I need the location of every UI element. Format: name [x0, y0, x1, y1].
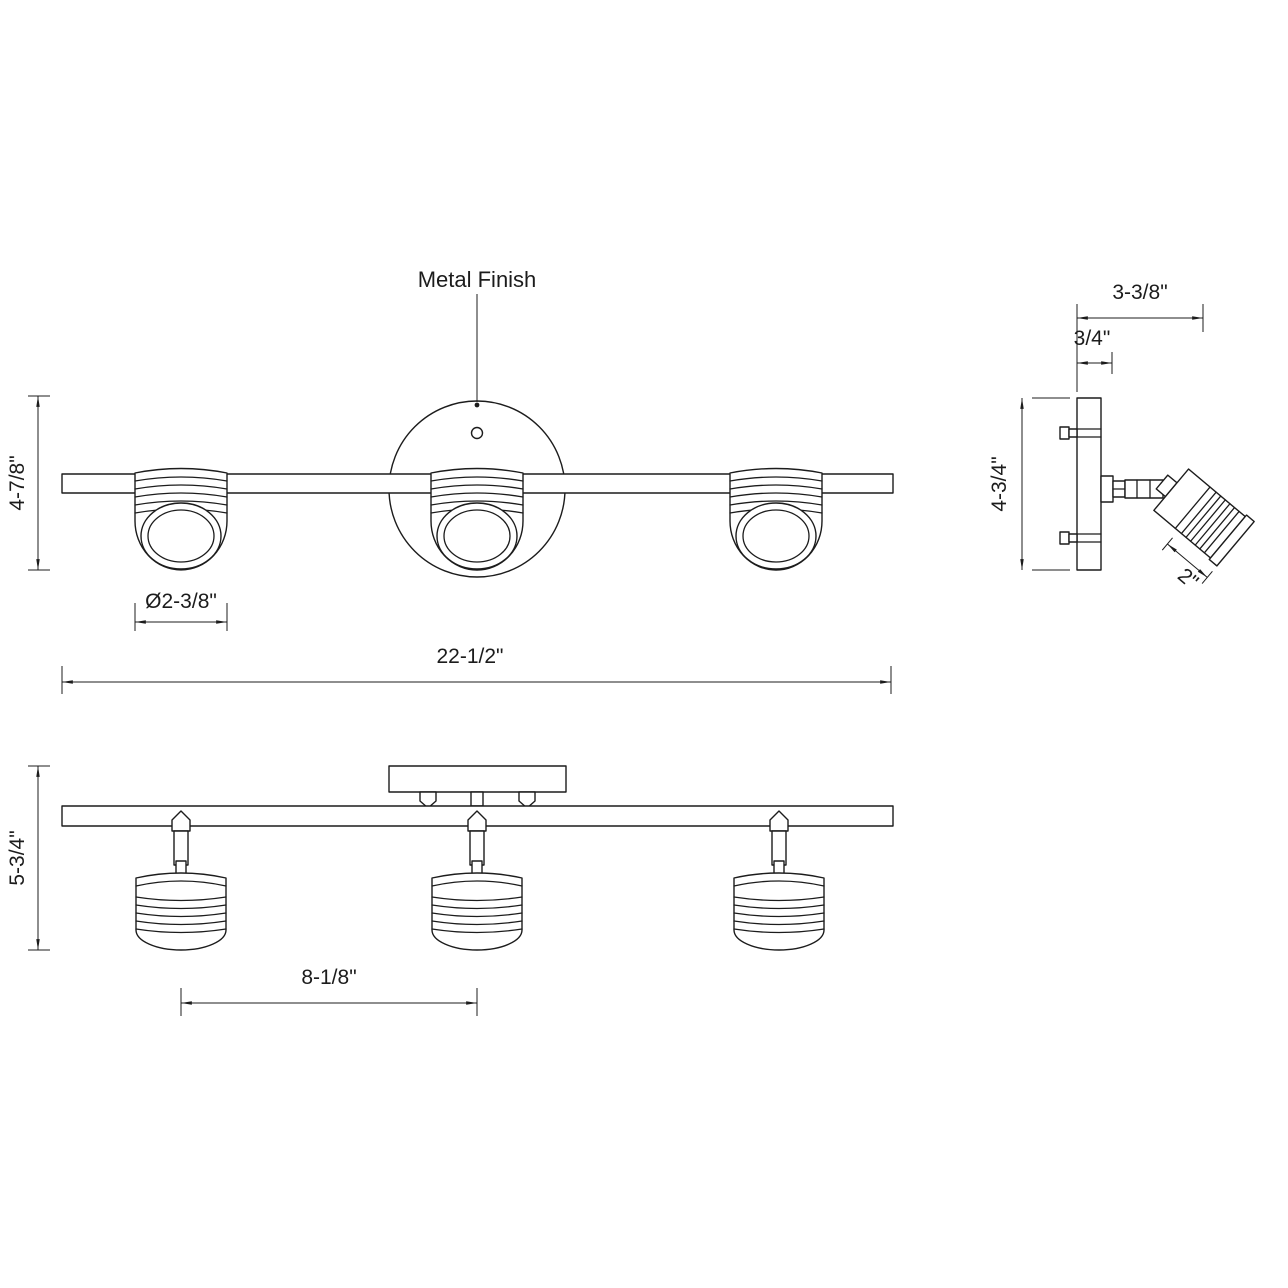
side-depth-dimension: 3-3/8" [1076, 281, 1204, 392]
metal-finish-label: Metal Finish [418, 267, 537, 292]
side-screw-bottom [1059, 531, 1102, 545]
front-head-center [430, 467, 524, 571]
side-height-dimension: 4-3/4" [988, 397, 1070, 571]
plate-screw-left [419, 791, 437, 809]
canopy-hole [470, 426, 484, 440]
bottom-light-center [431, 810, 523, 951]
plate-center-stem [470, 791, 484, 807]
front-diameter-dimension: Ø2-3/8" [134, 590, 228, 631]
front-view: Metal Finish [6, 267, 894, 694]
bottom-height-dimension: 5-3/4" [6, 765, 50, 951]
bottom-light-left [135, 810, 227, 951]
side-plate-dim-label: 3/4" [1074, 327, 1111, 350]
plate-screw-right [518, 791, 536, 809]
front-head-right [729, 467, 823, 571]
bottom-spacing-dimension: 8-1/8" [180, 966, 478, 1016]
side-plate [1076, 397, 1102, 571]
front-width-dimension: 22-1/2" [61, 645, 892, 694]
side-screw-top [1059, 426, 1102, 440]
side-depth-dim-label: 3-3/8" [1112, 281, 1167, 304]
front-width-dim-label: 22-1/2" [437, 645, 504, 668]
side-view: 2" 3-3/8" 3/4" 4-3/4" [988, 281, 1255, 594]
bottom-spacing-dim-label: 8-1/8" [301, 966, 356, 989]
leader-dot [474, 402, 480, 408]
side-plate-dimension: 3/4" [1074, 327, 1113, 374]
bottom-height-dim-label: 5-3/4" [6, 830, 29, 885]
bottom-view: 5-3/4" 8-1/8" [6, 765, 894, 1016]
front-height-dimension: 4-7/8" [6, 395, 50, 571]
front-diameter-dim-label: Ø2-3/8" [145, 590, 217, 613]
front-height-dim-label: 4-7/8" [6, 455, 29, 510]
side-head-length-dim-label: 2" [1173, 564, 1202, 594]
bottom-light-right [733, 810, 825, 951]
front-head-left [134, 467, 228, 571]
side-pivot-arm [1100, 475, 1164, 503]
mounting-plate [388, 765, 567, 793]
side-height-dim-label: 4-3/4" [988, 456, 1011, 511]
